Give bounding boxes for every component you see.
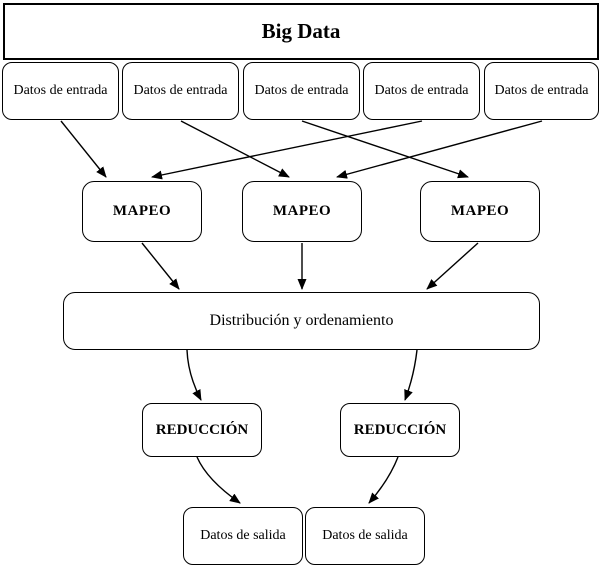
node-input-2-label: Datos de entrada: [133, 83, 228, 99]
node-input-1: Datos de entrada: [2, 62, 119, 120]
node-input-5-label: Datos de entrada: [494, 83, 589, 99]
arrow-input5-to-mapeo2: [336, 120, 543, 179]
node-mapeo-1: MAPEO: [82, 181, 202, 242]
arrow-mapeo1-to-dist: [141, 242, 180, 290]
arrow-dist-to-reduccion2: [404, 349, 418, 401]
arrow-reduccion1-to-salida1: [196, 456, 241, 504]
node-input-5: Datos de entrada: [484, 62, 599, 120]
node-big-data-label: Big Data: [261, 18, 341, 43]
node-input-3-label: Datos de entrada: [254, 83, 349, 99]
node-mapeo-3-label: MAPEO: [450, 203, 510, 220]
node-input-3: Datos de entrada: [243, 62, 360, 120]
node-input-2: Datos de entrada: [122, 62, 239, 120]
node-salida-2-label: Datos de salida: [322, 528, 408, 544]
node-reduccion-1: REDUCCIÓN: [142, 403, 262, 457]
node-mapeo-3: MAPEO: [420, 181, 540, 242]
node-mapeo-2: MAPEO: [242, 181, 362, 242]
node-reduccion-2-label: REDUCCIÓN: [353, 421, 447, 438]
node-reduccion-1-label: REDUCCIÓN: [155, 421, 249, 438]
node-salida-1: Datos de salida: [183, 507, 303, 565]
node-input-4: Datos de entrada: [363, 62, 480, 120]
arrow-input3-to-mapeo3: [301, 120, 469, 179]
node-input-1-label: Datos de entrada: [13, 83, 108, 99]
node-mapeo-1-label: MAPEO: [112, 203, 172, 220]
arrow-input4-to-mapeo1: [151, 120, 423, 180]
node-input-4-label: Datos de entrada: [374, 83, 469, 99]
node-salida-1-label: Datos de salida: [200, 528, 286, 544]
node-big-data: Big Data: [3, 3, 599, 60]
node-reduccion-2: REDUCCIÓN: [340, 403, 460, 457]
arrow-input1-to-mapeo1: [60, 120, 107, 178]
node-distribucion: Distribución y ordenamiento: [63, 292, 540, 350]
arrow-reduccion2-to-salida2: [368, 456, 399, 504]
arrow-input2-to-mapeo2: [180, 120, 290, 178]
node-salida-2: Datos de salida: [305, 507, 425, 565]
arrow-dist-to-reduccion1: [186, 349, 202, 401]
node-distribucion-label: Distribución y ordenamiento: [209, 312, 394, 330]
arrow-mapeo3-to-dist: [426, 242, 479, 290]
node-mapeo-2-label: MAPEO: [272, 203, 332, 220]
